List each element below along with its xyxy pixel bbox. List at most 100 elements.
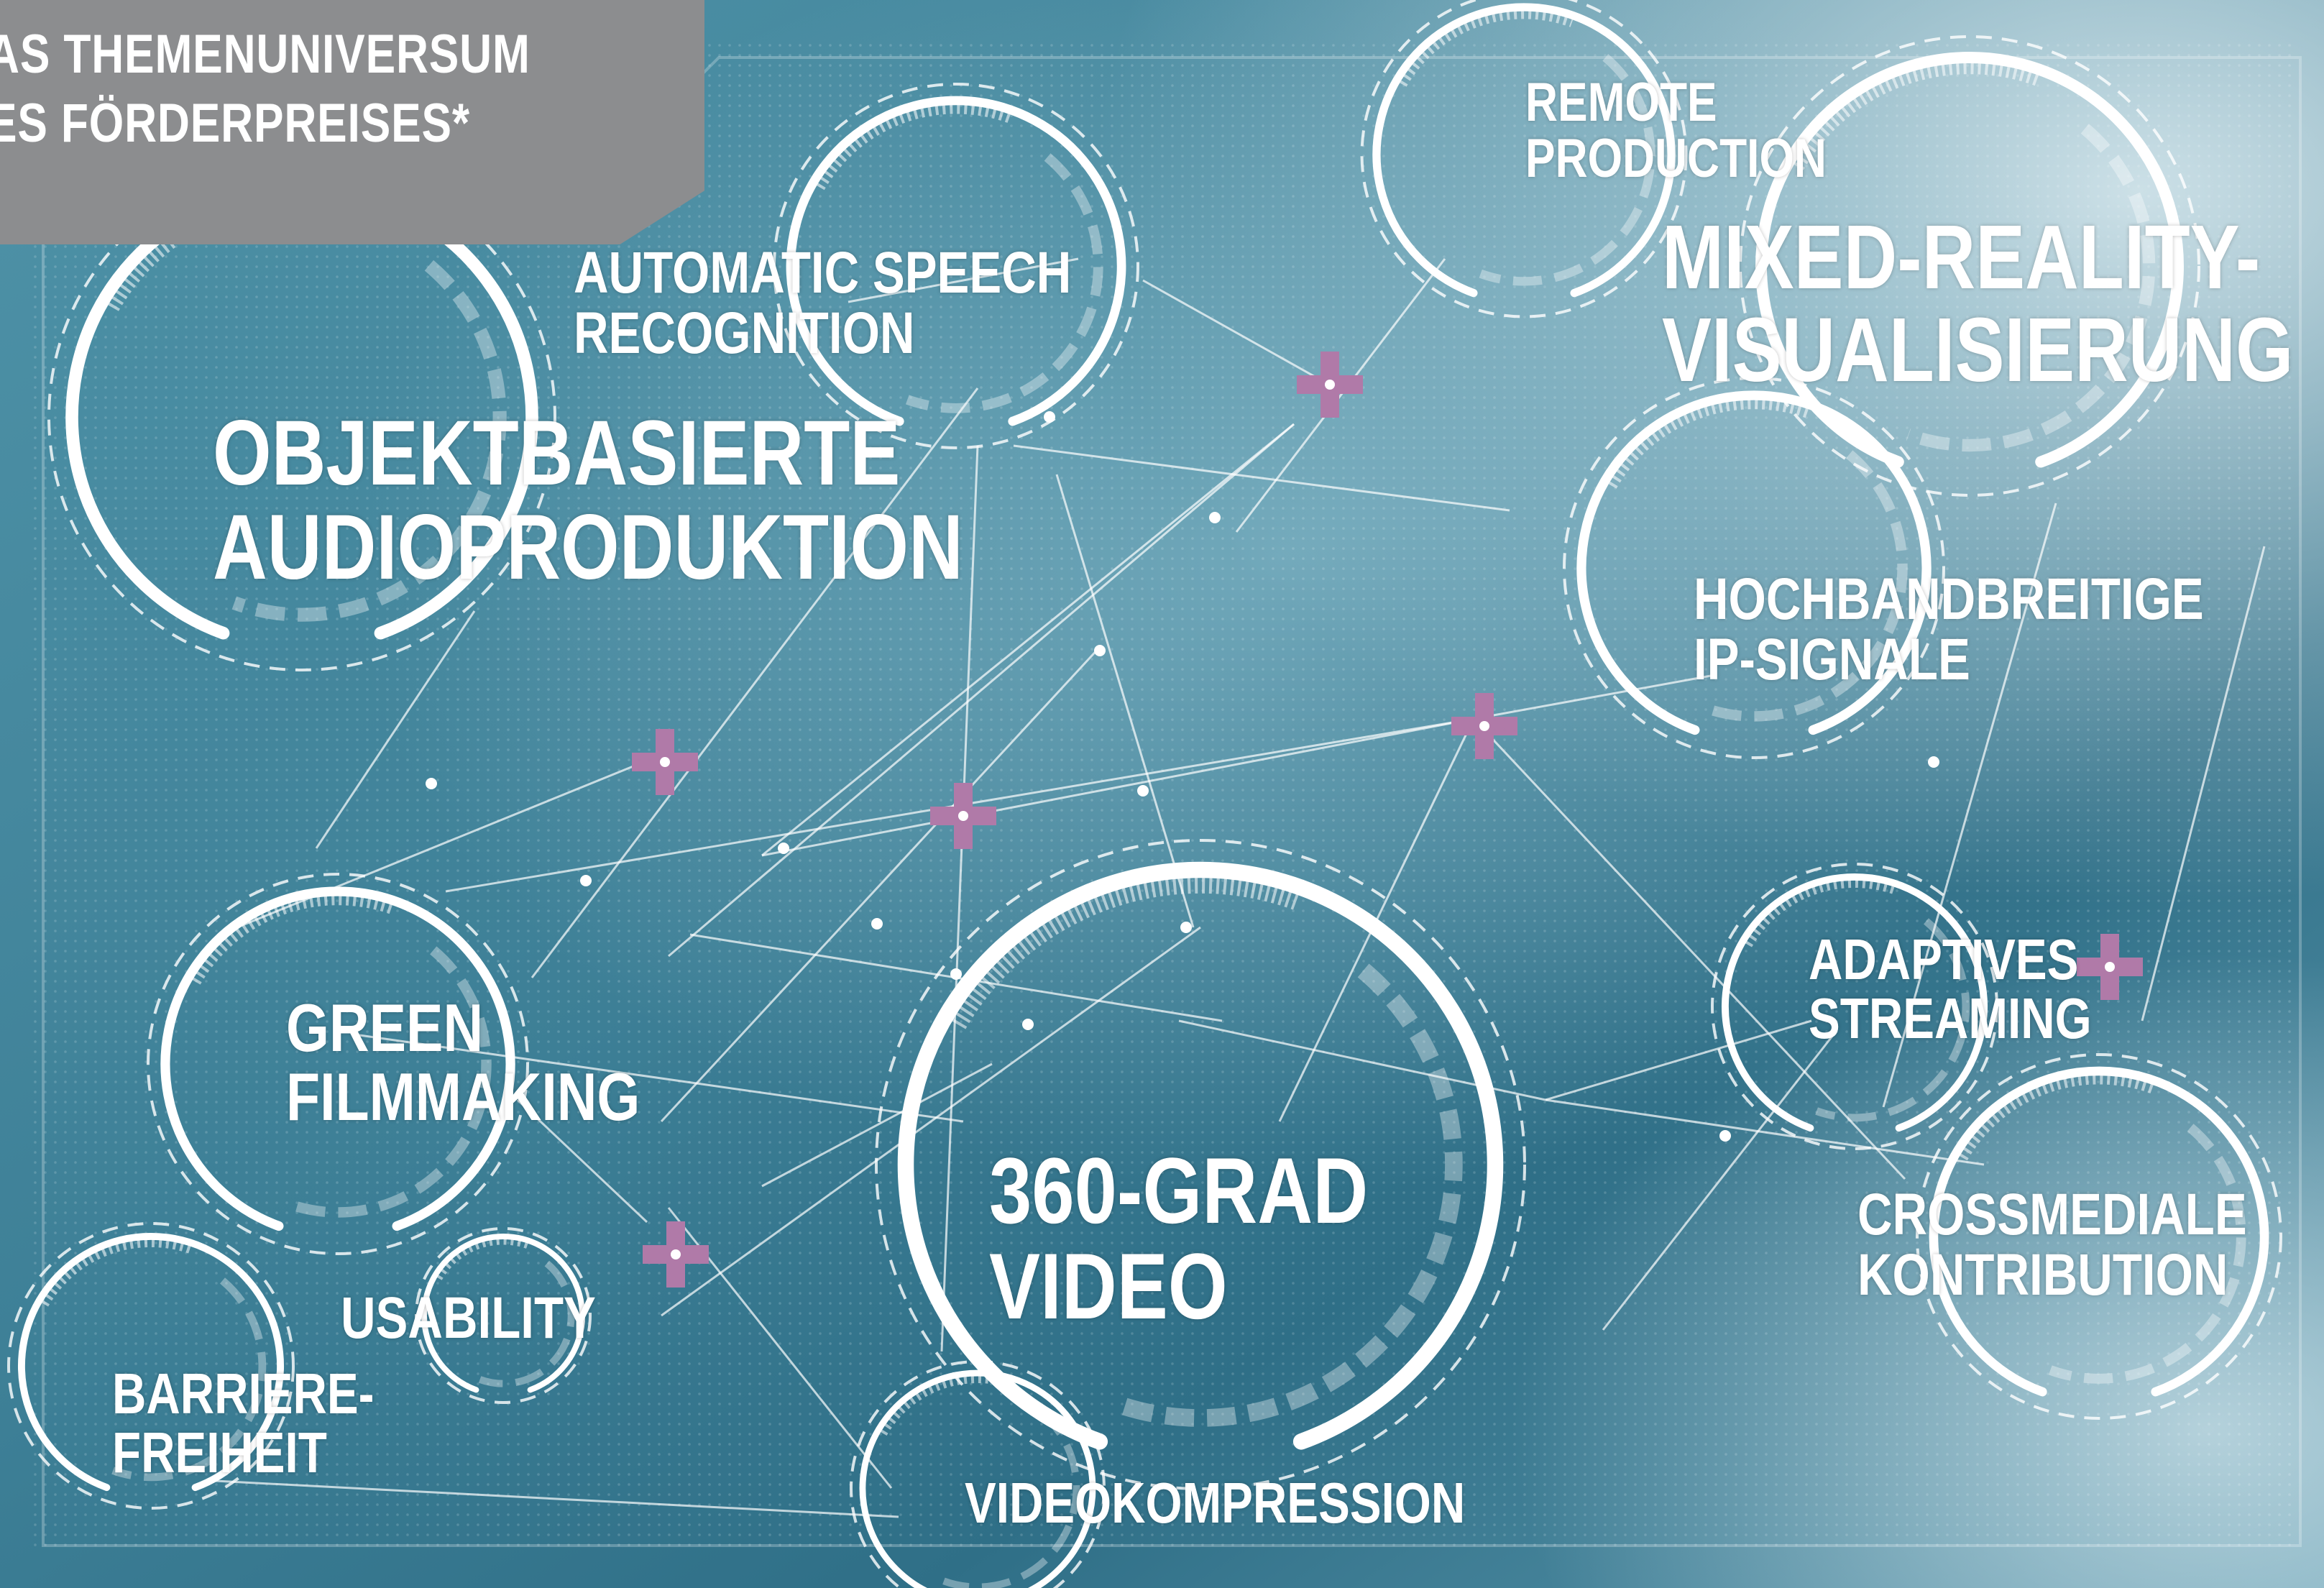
topic-remote-production: REMOTE PRODUCTION — [1525, 75, 1827, 186]
network-link — [761, 1063, 993, 1188]
network-joint — [426, 778, 437, 789]
topic-line: KONTRIBUTION — [1857, 1242, 2228, 1308]
ring-dashed-halo — [875, 839, 1526, 1490]
topic-line: 360-GRAD — [989, 1138, 1369, 1243]
ring-tick-arc — [191, 894, 396, 985]
ring-arc-segmented — [1701, 450, 1908, 722]
network-joint — [580, 875, 592, 886]
ring-arc-segmented — [905, 153, 1103, 413]
plus-marker-center — [958, 811, 968, 821]
network-link — [761, 717, 1474, 857]
ring-arc-segmented — [231, 260, 507, 622]
dot-grid — [29, 43, 2293, 1553]
network-joint — [1719, 1130, 1731, 1142]
header-title-line: ES FÖRDERPREISES* — [0, 93, 470, 154]
topic-line: IP-SIGNALE — [1694, 626, 1970, 692]
network-link — [940, 445, 979, 1352]
network-joint — [778, 843, 789, 854]
topic-line: VIDEO — [989, 1233, 1228, 1339]
topic-mixed-reality-visualisierung: MIXED-REALITY- VISUALISIERUNG — [1662, 211, 2293, 396]
network-link — [761, 423, 1295, 857]
topic-usability: USABILITY — [341, 1288, 596, 1349]
header-title: AS THEMENUNIVERSUM ES FÖRDERPREISES* — [0, 20, 531, 158]
topic-videokompression: VIDEOKOMPRESSION — [965, 1474, 1465, 1533]
ring-arc-segmented — [1815, 918, 1970, 1122]
network-joint — [871, 918, 883, 930]
ring-dashed-halo — [850, 1360, 1106, 1588]
ring-arc-segmented — [285, 946, 492, 1218]
network-link — [1545, 1098, 1985, 1166]
topic-line: REMOTE — [1525, 72, 1717, 133]
network-joint — [950, 968, 962, 980]
network-link — [1473, 674, 1712, 720]
ring-tick-arc — [950, 876, 1300, 1029]
topic-barriere-freiheit: BARRIERE- FREIHEIT — [112, 1364, 374, 1482]
ring-arc-outer — [1929, 1066, 2269, 1397]
topic-line: RECOGNITION — [574, 300, 915, 366]
ring-arc-segmented — [111, 1277, 267, 1482]
ring-tick-arc — [1744, 879, 1898, 947]
ring-dashed-halo — [7, 1222, 295, 1510]
ring-arc-segmented — [478, 1260, 575, 1387]
topic-line: FILMMAKING — [286, 1058, 640, 1134]
network-joint — [1209, 512, 1221, 523]
topic-line: AUTOMATIC SPEECH — [574, 240, 1072, 306]
header-title-line: AS THEMENUNIVERSUM — [0, 24, 531, 85]
ring-dashed-halo — [1739, 35, 2200, 497]
topic-line: HOCHBANDBREITIGE — [1694, 566, 2204, 632]
network-link — [516, 1098, 648, 1224]
network-link — [660, 646, 1101, 1123]
plus-marker — [1451, 693, 1517, 759]
ring-dashed-halo — [773, 83, 1139, 449]
topic-line: PRODUCTION — [1525, 127, 1827, 189]
ring-tick-arc — [879, 1374, 1017, 1436]
network-link — [668, 423, 1295, 958]
ring-arc-segmented — [942, 1409, 1080, 1588]
ring-tick-arc — [1958, 1074, 2155, 1161]
network-link — [2141, 546, 2266, 1022]
topic-line: VISUALISIERUNG — [1662, 298, 2294, 400]
plus-marker — [2077, 934, 2143, 1000]
ring-arc-outer — [1576, 390, 1932, 735]
plus-marker — [930, 783, 996, 849]
network-link — [848, 257, 1079, 303]
ring-arc-outer — [160, 886, 515, 1231]
plus-markers — [632, 352, 2143, 1288]
topic-line: OBJEKTBASIERTE — [213, 402, 901, 505]
plus-marker-center — [671, 1249, 681, 1259]
network-link — [359, 1034, 964, 1123]
network-link — [661, 926, 1201, 1317]
network-link — [531, 387, 979, 978]
topic-line: VIDEOKOMPRESSION — [965, 1471, 1466, 1535]
ring-tick-arc — [1607, 398, 1812, 489]
network-link — [315, 610, 476, 849]
network-link — [1602, 1034, 1834, 1331]
topic-crossmediale-kontribution: CROSSMEDIALE KONTRIBUTION — [1857, 1185, 2247, 1305]
plus-marker — [632, 729, 698, 795]
network-joint — [1180, 922, 1192, 933]
ring-dashed-halo — [415, 1227, 592, 1404]
network-joints — [426, 411, 1939, 1142]
topic-line: MIXED-REALITY- — [1662, 206, 2261, 308]
ring-dashed-halo — [1916, 1053, 2282, 1420]
ring-arc-outer — [1722, 873, 1988, 1132]
ring-arc-outer — [859, 1369, 1096, 1588]
topic-objektbasierte-audioproduktion: OBJEKTBASIERTE AUDIOPRODUKTION — [213, 402, 963, 599]
network-link — [1142, 279, 1323, 382]
ring-arc-segmented — [1479, 54, 1655, 286]
network-joint — [1137, 785, 1149, 797]
ring-arc-segmented — [1111, 963, 1463, 1427]
ring-dashed-halo — [147, 873, 529, 1255]
ring-tick-arc — [434, 1236, 531, 1280]
topic-line: FREIHEIT — [112, 1420, 327, 1484]
topic-line: AUDIOPRODUKTION — [213, 495, 963, 599]
topic-line: BARRIERE- — [112, 1362, 375, 1426]
ring-dashed-halo — [1360, 0, 1688, 318]
topic-line: ADAPTIVES — [1809, 927, 2079, 991]
network-link — [1472, 717, 1906, 1180]
ring-tick-arc — [1792, 61, 2040, 170]
plus-marker-center — [660, 757, 670, 767]
topic-green-filmmaking: GREEN FILMMAKING — [286, 993, 640, 1132]
network-link — [1882, 502, 2057, 1108]
